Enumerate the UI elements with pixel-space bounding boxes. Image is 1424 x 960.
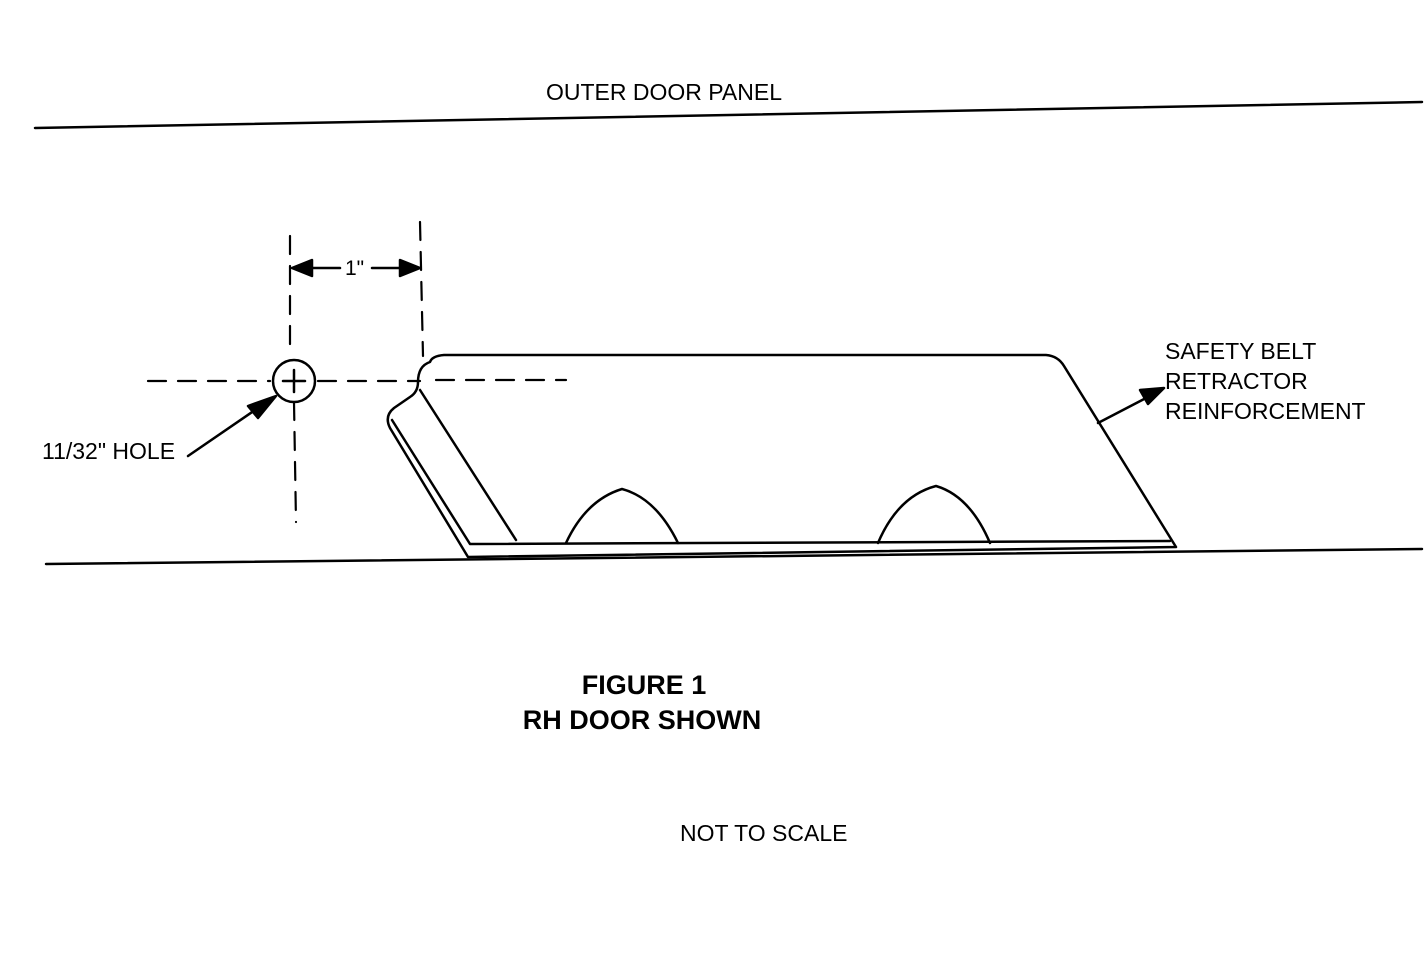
reinforcement-bracket <box>386 353 1178 559</box>
inner-door-panel-line <box>44 547 1424 566</box>
figure-title: RH DOOR SHOWN <box>522 705 762 735</box>
outer-door-panel-line <box>33 100 1424 130</box>
reinforcement-label-line2: RETRACTOR <box>1165 368 1308 394</box>
outer-door-panel-label: OUTER DOOR PANEL <box>546 79 782 105</box>
dimension-arrows <box>290 258 422 278</box>
hole-centerlines <box>146 220 568 524</box>
hole-label: 11/32" HOLE <box>42 438 176 464</box>
dimension-label: 1" <box>345 257 365 280</box>
reinforcement-leader-arrow <box>1096 386 1166 425</box>
hole-leader-arrow <box>186 394 278 458</box>
hole-symbol <box>271 358 317 404</box>
reinforcement-label-line1: SAFETY BELT <box>1165 338 1317 364</box>
scale-note: NOT TO SCALE <box>680 820 848 846</box>
reinforcement-label-line3: REINFORCEMENT <box>1165 398 1366 424</box>
figure-number: FIGURE 1 <box>581 670 707 700</box>
